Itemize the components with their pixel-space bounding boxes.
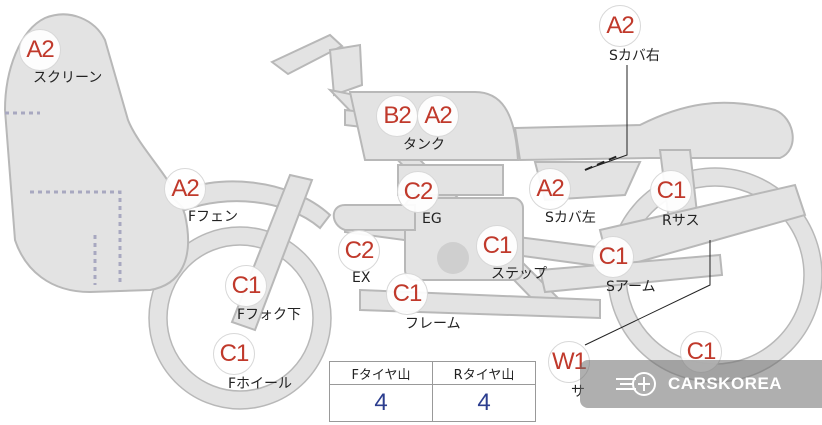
front-wheel-shape [149, 227, 331, 409]
tank-label: タンク [403, 137, 445, 153]
engine-code-badge: C2 [397, 171, 439, 213]
s-arm-label: Sアーム [606, 279, 656, 295]
step-label: ステップ [491, 266, 547, 282]
f-fork-lower-code-badge: C1 [225, 265, 267, 307]
front-tread-header: Fタイヤ山 [329, 361, 433, 385]
exhaust-code-badge: C2 [338, 230, 380, 272]
front-tread-value: 4 [329, 384, 433, 422]
screen-code-badge: A2 [19, 29, 61, 71]
carskorea-watermark: CARSKOREA [580, 360, 822, 408]
tire-tread-table: Fタイヤ山 Rタイヤ山 4 4 [329, 361, 536, 422]
handlebar-shape [270, 33, 344, 76]
screen-label: スクリーン [33, 70, 103, 86]
swing-arm-shape [538, 253, 724, 294]
s-cover-left-code-badge: A2 [529, 168, 571, 210]
watermark-text: CARSKOREA [668, 374, 783, 393]
exhaust-label: EX [352, 270, 371, 286]
tank-code-badge-2: A2 [417, 95, 459, 137]
step-code-badge: C1 [476, 225, 518, 267]
r-suspension-label: Rサス [662, 213, 700, 229]
exhaust-shape [332, 204, 416, 231]
s-arm-code-badge: C1 [592, 236, 634, 278]
r-suspension-code-badge: C1 [650, 170, 692, 212]
f-fender-code-badge: A2 [164, 168, 206, 210]
s-cover-right-label: Sカバ右 [609, 48, 660, 64]
frame-code-badge: C1 [386, 273, 428, 315]
f-fender-label: Fフェン [188, 209, 239, 225]
seat-shape [513, 101, 794, 162]
s-cover-left-label: Sカバ左 [545, 210, 596, 226]
tank-code-badge: B2 [376, 95, 418, 137]
frame-label: フレーム [405, 316, 461, 332]
s-cover-right-code-badge: A2 [599, 5, 641, 47]
f-wheel-label: Fホイール [228, 376, 293, 392]
carskorea-logo-icon [616, 372, 656, 396]
rear-tread-header: Rタイヤ山 [432, 361, 536, 385]
r-wheel-code-badge: C1 [680, 331, 722, 373]
f-wheel-code-badge: C1 [213, 333, 255, 375]
screen-shape [3, 13, 190, 294]
engine-label: EG [422, 211, 442, 227]
rear-tread-value: 4 [432, 384, 536, 422]
f-fork-lower-label: Fフォク下 [237, 307, 302, 323]
